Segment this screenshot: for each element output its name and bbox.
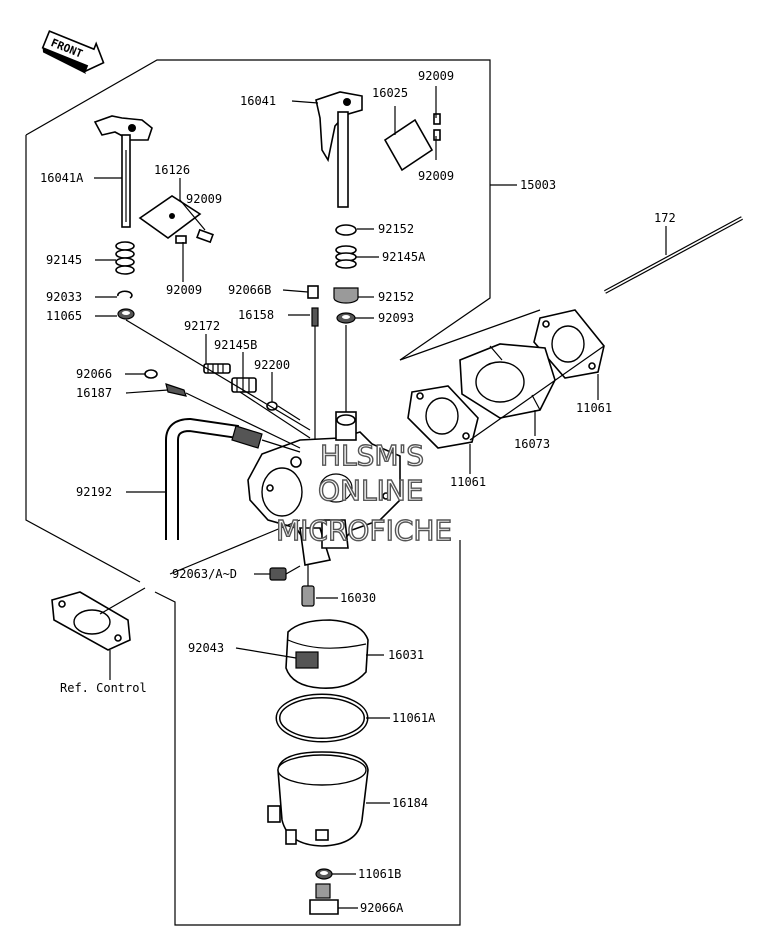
callout-92145A: 92145A: [382, 250, 426, 264]
ref-control-gasket-icon: [51, 591, 131, 651]
callout-92145: 92145: [46, 253, 82, 267]
callout-11061B: 11061B: [358, 867, 401, 881]
callout-92009: 92009: [418, 69, 454, 83]
callout-16126: 16126: [154, 163, 190, 177]
callout-92152: 92152: [378, 290, 414, 304]
bushing-icon: [333, 287, 359, 304]
spring-92145B-icon: [203, 363, 257, 393]
choke-shaft-16041A: [93, 115, 153, 228]
gasket-11061-rear: [533, 309, 605, 379]
callout-92145B: 92145B: [214, 338, 257, 352]
callouts: 92009 16041 16025 92009 15003 16041A 161…: [40, 69, 676, 915]
washer-icon: [335, 224, 357, 236]
callout-92009: 92009: [186, 192, 222, 206]
callout-16025: 16025: [372, 86, 408, 100]
needle-16187-icon: [165, 383, 301, 449]
watermark-line-2: ONLINE: [318, 474, 423, 507]
main-jet-16030-icon: [301, 565, 315, 607]
screw-icon: [175, 228, 214, 244]
assembly-outline: [25, 59, 491, 926]
callout-92063: 92063/A~D: [172, 567, 237, 581]
callout-11061A: 11061A: [392, 711, 436, 725]
front-arrow-icon: FRONT: [41, 30, 105, 75]
callout-16031: 16031: [388, 648, 424, 662]
callout-92009: 92009: [166, 283, 202, 297]
throttle-shaft-16041: [315, 91, 363, 208]
connector-line: [125, 319, 311, 431]
insulator-16073: [459, 343, 556, 419]
callout-92192: 92192: [76, 485, 112, 499]
callout-16073: 16073: [514, 437, 550, 451]
callout-11061: 11061: [450, 475, 486, 489]
callout-92152: 92152: [378, 222, 414, 236]
float-bowl-16184-icon: [267, 751, 369, 847]
callout-172: 172: [654, 211, 676, 225]
callout-16041: 16041: [240, 94, 276, 108]
callout-15003: 15003: [520, 178, 556, 192]
watermark-line-1: HLSM'S: [320, 439, 424, 472]
carburetor-body-icon: [247, 411, 401, 566]
callout-92200: 92200: [254, 358, 290, 372]
callout-92033: 92033: [46, 290, 82, 304]
float-16031-icon: [235, 619, 369, 689]
callout-11061: 11061: [576, 401, 612, 415]
seal-icon: [117, 308, 135, 320]
callout-11065: 11065: [46, 309, 82, 323]
callout-16184: 16184: [392, 796, 428, 810]
plug-92066-icon: [144, 369, 158, 379]
watermark: HLSM'S ONLINE MICROFICHE: [275, 438, 453, 547]
spring-icon: [115, 241, 135, 275]
screw-icon: [433, 113, 441, 141]
drain-bolt-92066A-icon: [309, 883, 339, 915]
clip-icon: [117, 290, 133, 299]
spring-icon: [335, 245, 357, 269]
screw-92063-icon: [269, 565, 301, 581]
ref-control-label: Ref. Control: [60, 681, 147, 695]
callout-92043: 92043: [188, 641, 224, 655]
stud-bolt-172: [604, 216, 743, 294]
seal-icon: [336, 312, 356, 324]
callout-92009: 92009: [418, 169, 454, 183]
callout-92172: 92172: [184, 319, 220, 333]
callout-16187: 16187: [76, 386, 112, 400]
callout-92093: 92093: [378, 311, 414, 325]
gasket-11061A-icon: [275, 693, 369, 743]
plug-icon: [307, 285, 319, 299]
callout-16030: 16030: [340, 591, 376, 605]
throttle-plate-16025: [383, 118, 434, 172]
watermark-line-3: MICROFICHE: [276, 514, 452, 547]
callout-92066A: 92066A: [360, 901, 404, 915]
callout-16158: 16158: [238, 308, 274, 322]
leader-lines: [94, 86, 667, 909]
callout-16041A: 16041A: [40, 171, 84, 185]
callout-92066: 92066: [76, 367, 112, 381]
washer-11061B-icon: [315, 868, 333, 880]
fuel-hose-92192: [165, 417, 301, 540]
callout-92066B: 92066B: [228, 283, 271, 297]
pilot-jet-icon: [311, 307, 319, 450]
gasket-11061-front: [407, 385, 479, 449]
